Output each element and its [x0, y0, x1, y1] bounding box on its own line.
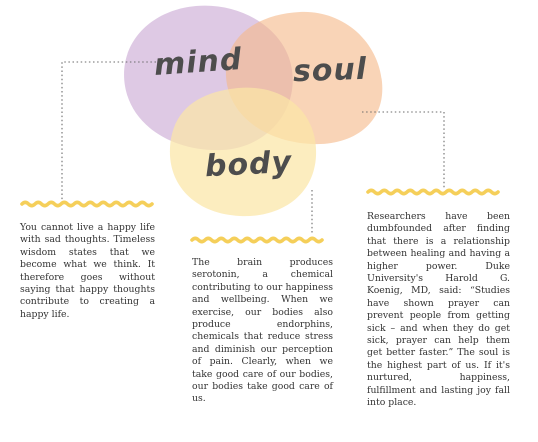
body-paragraph: The brain produces serotonin, a chemical…	[192, 257, 333, 405]
mind-label: mind	[152, 41, 244, 84]
body-wavy-line	[190, 236, 324, 244]
mind-paragraph: You cannot live a happy life with sad th…	[20, 222, 155, 320]
soul-wavy-line	[366, 188, 500, 196]
mind-wavy-line	[20, 200, 154, 208]
body-circle	[169, 87, 317, 217]
body-label: body	[204, 144, 293, 185]
soul-label: soul	[292, 51, 368, 90]
mind-connector	[61, 61, 156, 200]
soul-paragraph: Researchers have been dumbfounded after …	[367, 211, 510, 409]
soul-connector	[362, 111, 445, 188]
